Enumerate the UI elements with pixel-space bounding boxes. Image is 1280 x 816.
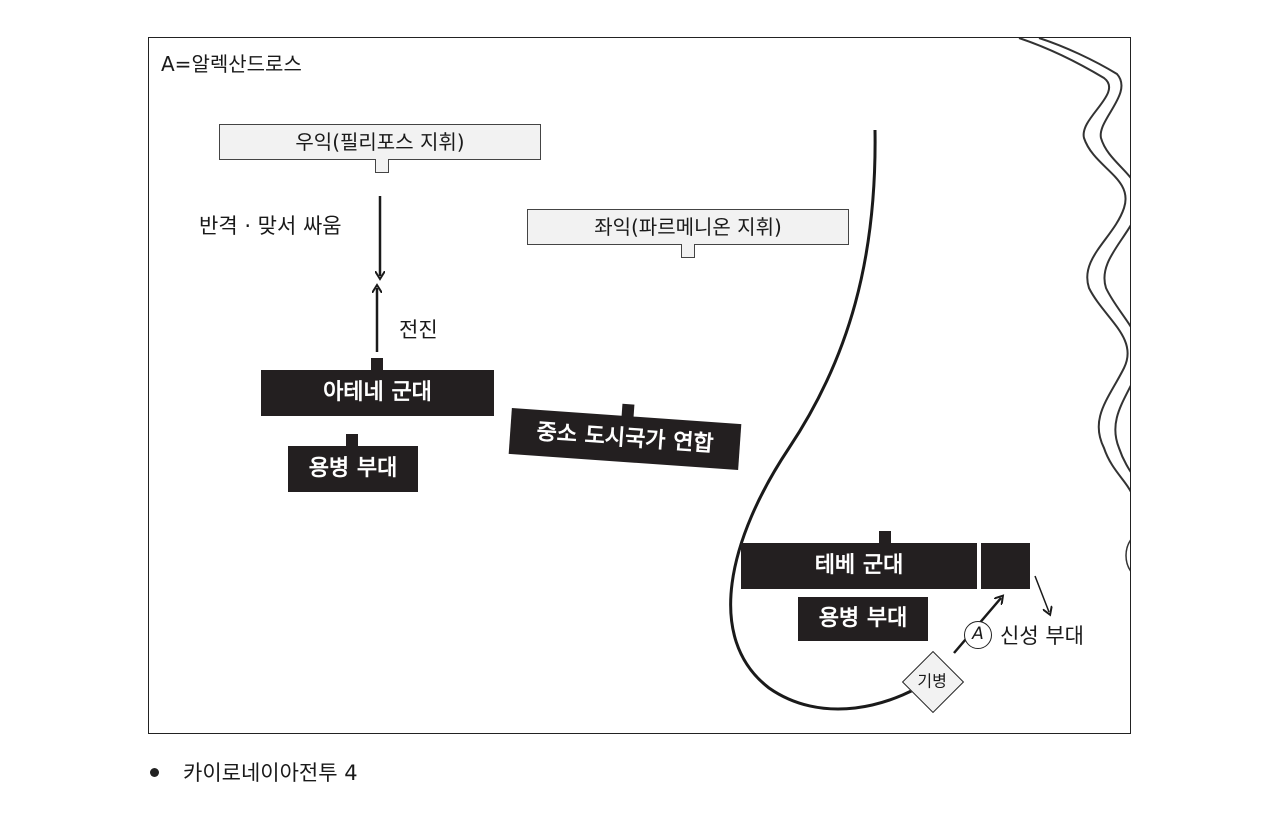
mercenary-unit-left-peg — [346, 434, 358, 448]
athens-unit-label: 아테네 군대 — [323, 380, 432, 405]
left-wing-banner-stem — [681, 244, 695, 258]
sacred-band-block — [981, 543, 1030, 589]
counter-label: 반격 · 맞서 싸움 — [199, 214, 342, 238]
sacred-band-arrow — [1034, 575, 1049, 612]
advance-label: 전진 — [399, 318, 438, 342]
river-bank-inner — [1038, 38, 1130, 473]
right-wing-label: 우익(필리포스 지휘) — [295, 130, 465, 154]
mercenary-unit-left-label: 용병 부대 — [308, 456, 398, 481]
bullet-icon — [150, 768, 159, 777]
thebes-unit-label: 테베 군대 — [814, 553, 904, 578]
ridge-line — [729, 129, 950, 711]
caption-text: 카이로네이아전투 4 — [183, 761, 358, 785]
mercenary-unit-right-label: 용병 부대 — [818, 606, 908, 631]
athens-unit: 아테네 군대 — [261, 358, 494, 416]
thebes-unit: 테베 군대 — [741, 531, 977, 589]
athens-unit-peg — [371, 358, 383, 372]
sacred-band-label: 신성 부대 — [1000, 624, 1084, 648]
cavalry-flag-label: 기병 — [917, 671, 948, 691]
mercenary-unit-left: 용병 부대 — [288, 434, 418, 492]
mercenary-unit-right: 용병 부대 — [798, 597, 928, 641]
left-wing-label: 좌익(파르메니온 지휘) — [594, 215, 782, 239]
map-lines — [149, 38, 1130, 711]
city-league-unit-peg — [621, 403, 635, 419]
left-wing-banner: 좌익(파르메니온 지휘) — [527, 209, 849, 258]
river-bank-small — [1125, 539, 1130, 572]
river-bank-outer — [1018, 38, 1130, 493]
legend-text: A=알렉산드로스 — [161, 52, 302, 76]
right-wing-banner: 우익(필리포스 지휘) — [219, 124, 541, 173]
battle-map: A=알렉산드로스 우익(필리포스 지휘) 좌익(파르메니온 지휘) 반격 · 맞… — [148, 37, 1131, 734]
city-league-unit-label: 중소 도시국가 연합 — [535, 419, 715, 458]
alexander-marker: A — [964, 621, 992, 649]
right-wing-banner-stem — [375, 159, 389, 173]
thebes-unit-peg — [879, 531, 891, 545]
figure-caption: 카이로네이아전투 4 — [150, 757, 358, 787]
